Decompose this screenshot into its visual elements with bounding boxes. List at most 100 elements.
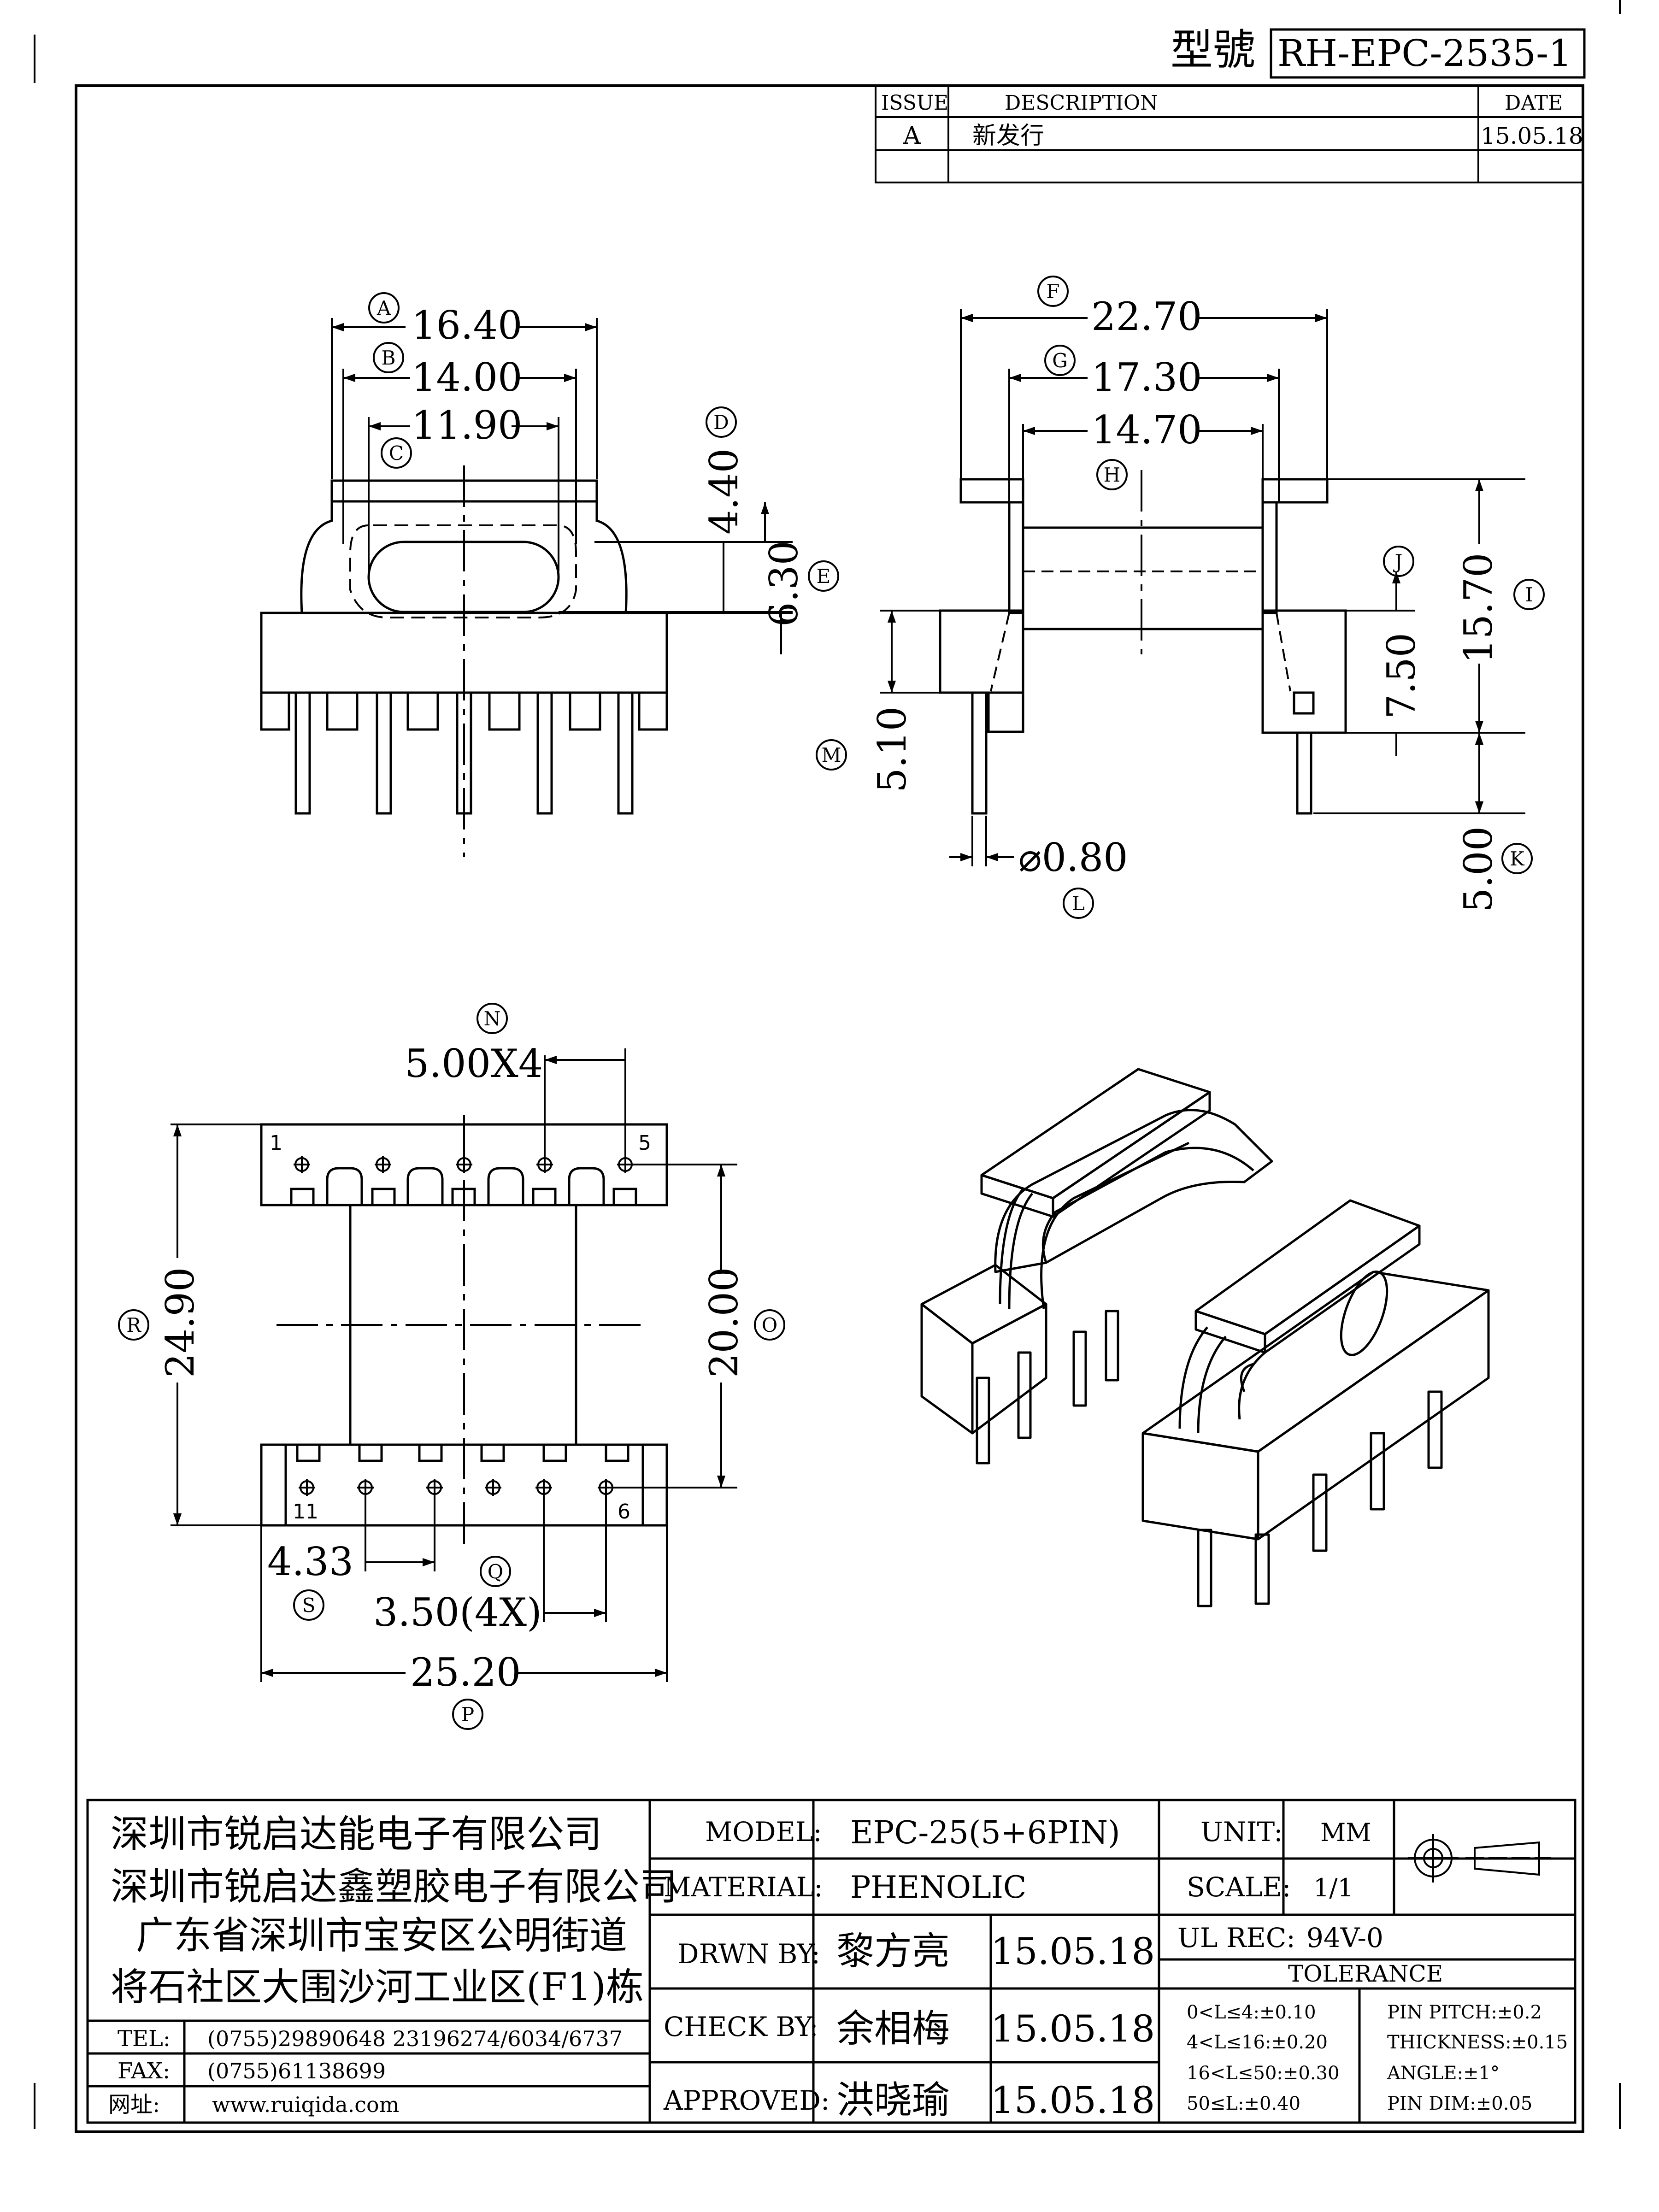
model-label: MODEL: xyxy=(705,1816,822,1847)
website-label: 网址: xyxy=(108,2092,160,2118)
dim-q-value: 3.50(4X) xyxy=(373,1590,542,1635)
side-view-hidden xyxy=(990,571,1291,692)
tolerance-angle: ANGLE:±1° xyxy=(1387,2063,1500,2084)
pin-6-label: 6 xyxy=(618,1500,630,1524)
check-by-date: 15.05.18 xyxy=(991,2007,1155,2050)
front-dimension-lines xyxy=(331,318,793,654)
scale-label: SCALE: xyxy=(1187,1871,1291,1903)
approved-date: 15.05.18 xyxy=(991,2079,1155,2122)
material-value: PHENOLIC xyxy=(850,1870,1026,1905)
letter-c: C xyxy=(389,442,404,465)
title-block-grid xyxy=(86,1799,1577,2124)
company-line-4: 将石社区大围沙河工业区(F1)栋 xyxy=(111,1965,644,2009)
letter-q: Q xyxy=(488,1560,503,1583)
unit-label: UNIT: xyxy=(1200,1816,1283,1847)
ul-rec-label: UL REC: xyxy=(1177,1922,1295,1953)
side-view xyxy=(939,478,1347,815)
dim-s-value: 4.33 xyxy=(267,1539,353,1584)
corner-marks xyxy=(34,0,1621,2129)
rev-col-issue: ISSUE xyxy=(881,91,948,115)
approved-name: 洪晓瑜 xyxy=(836,2078,950,2122)
letter-n: N xyxy=(484,1007,501,1030)
tolerance-range-2: 4<L≤16:±0.20 xyxy=(1187,2032,1328,2053)
dim-n-value: 5.00X4 xyxy=(405,1041,543,1086)
drawn-by-name: 黎方亮 xyxy=(836,1930,950,1973)
letter-d: D xyxy=(713,411,729,434)
rev-description-a: 新发行 xyxy=(972,122,1044,150)
dim-p-value: 25.20 xyxy=(410,1650,521,1695)
rev-col-description: DESCRIPTION xyxy=(1005,91,1158,115)
rev-date-a: 15.05.18 xyxy=(1481,123,1583,149)
dim-l-value: ⌀0.80 xyxy=(1018,835,1128,880)
fax-value: (0755)61138699 xyxy=(207,2059,386,2083)
tolerance-pin-pitch: PIN PITCH:±0.2 xyxy=(1387,2002,1542,2023)
pin-1-label: 1 xyxy=(270,1131,282,1155)
letter-r: R xyxy=(126,1314,141,1336)
tolerance-thickness: THICKNESS:±0.15 xyxy=(1387,2032,1568,2053)
scale-value: 1/1 xyxy=(1313,1873,1353,1902)
bottom-view-center-lines xyxy=(276,1115,641,1548)
pin-5-label: 5 xyxy=(638,1131,651,1155)
bottom-dimension-lines xyxy=(171,1048,737,1682)
rev-issue-a: A xyxy=(903,122,921,150)
company-line-2: 深圳市锐启达鑫塑胶电子有限公司 xyxy=(111,1865,677,1909)
letter-f: F xyxy=(1046,280,1059,303)
revision-table xyxy=(875,85,1584,183)
dim-e-value: 6.30 xyxy=(761,541,806,627)
letter-k: K xyxy=(1510,847,1525,870)
letter-a: A xyxy=(377,297,391,319)
approved-label: APPROVED: xyxy=(663,2085,830,2116)
model-header: 型號 RH-EPC-2535-1 xyxy=(1171,25,1586,79)
dim-b-value: 14.00 xyxy=(412,355,522,400)
tolerance-range-4: 50≤L:±0.40 xyxy=(1187,2093,1300,2114)
model-number-label: 型號 xyxy=(1171,25,1255,75)
letter-i: I xyxy=(1525,583,1533,606)
letter-l: L xyxy=(1072,892,1085,915)
rev-col-date: DATE xyxy=(1505,91,1563,115)
letter-s: S xyxy=(302,1594,316,1617)
tolerance-range-3: 16<L≤50:±0.30 xyxy=(1187,2063,1339,2084)
model-value: EPC-25(5+6PIN) xyxy=(850,1815,1120,1851)
projection-symbol-icon xyxy=(1408,1834,1551,1883)
dim-c-value: 11.90 xyxy=(412,403,522,448)
dim-m-value: 5.10 xyxy=(870,706,915,793)
material-label: MATERIAL: xyxy=(664,1871,823,1903)
dim-o-value: 20.00 xyxy=(701,1267,747,1378)
letter-m: M xyxy=(821,744,841,766)
ul-rec-value: 94V-0 xyxy=(1306,1922,1383,1953)
dim-r-value: 24.90 xyxy=(158,1267,203,1378)
tolerance-range-1: 0<L≤4:±0.10 xyxy=(1187,2002,1316,2023)
company-line-3: 广东省深圳市宝安区公明街道 xyxy=(136,1914,627,1958)
dim-g-value: 17.30 xyxy=(1091,355,1202,400)
check-by-name: 余相梅 xyxy=(836,2007,950,2051)
letter-g: G xyxy=(1052,349,1068,372)
check-by-label: CHECK BY: xyxy=(664,2011,818,2042)
dim-f-value: 22.70 xyxy=(1091,294,1202,339)
side-dimension-lines xyxy=(880,309,1525,866)
tolerance-label: TOLERANCE xyxy=(1288,1960,1443,1987)
letter-e: E xyxy=(817,565,831,588)
letter-j: J xyxy=(1393,550,1403,573)
letter-p: P xyxy=(461,1703,474,1726)
letter-o: O xyxy=(762,1314,777,1336)
website-value: www.ruiqida.com xyxy=(212,2092,399,2117)
tolerance-pin-dim: PIN DIM:±0.05 xyxy=(1387,2093,1532,2114)
isometric-view xyxy=(920,1068,1490,1607)
pin-11-label: 11 xyxy=(293,1500,318,1524)
tel-value: (0755)29890648 23196274/6034/6737 xyxy=(207,2026,623,2051)
drawn-by-date: 15.05.18 xyxy=(991,1930,1155,1973)
drawing-border xyxy=(75,84,1584,2133)
letter-h: H xyxy=(1104,464,1121,486)
dimension-letters: A B C D E F G H I J K L M N O R S Q P xyxy=(126,280,1533,1726)
dim-h-value: 14.70 xyxy=(1091,407,1202,453)
part-number: RH-EPC-2535-1 xyxy=(1277,32,1572,75)
dim-a-value: 16.40 xyxy=(412,303,522,348)
dim-j-value: 7.50 xyxy=(1379,633,1424,719)
dimension-letter-circles xyxy=(118,276,1545,1730)
drawn-by-label: DRWN BY: xyxy=(677,1938,820,1970)
letter-b: B xyxy=(382,347,396,369)
front-view-hidden xyxy=(349,524,577,618)
dim-k-value: 5.00 xyxy=(1456,826,1501,912)
unit-value: MM xyxy=(1320,1818,1371,1847)
